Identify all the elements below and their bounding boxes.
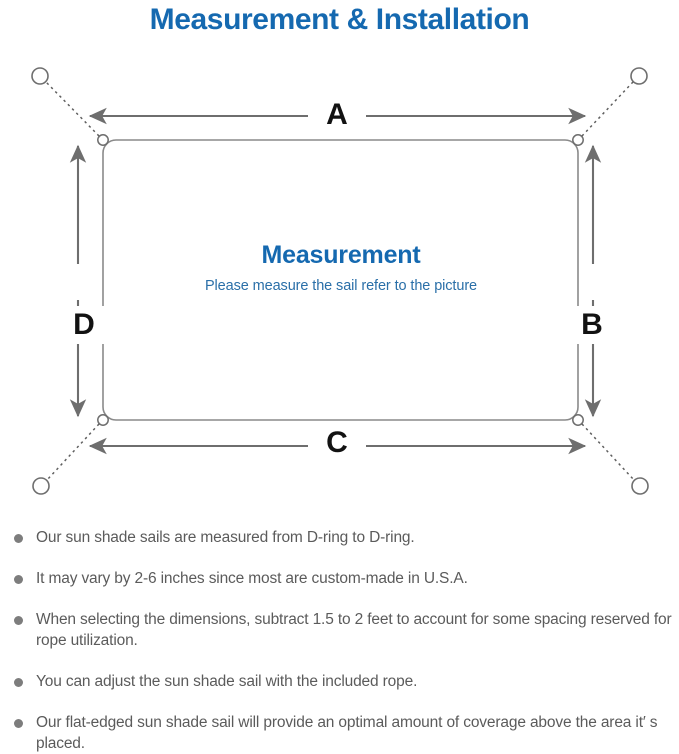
notes-list: Our sun shade sails are measured from D-… xyxy=(8,527,676,754)
bullet-icon xyxy=(14,678,23,687)
list-item: You can adjust the sun shade sail with t… xyxy=(8,671,676,692)
rope-bottom-left xyxy=(46,423,100,481)
note-text: You can adjust the sun shade sail with t… xyxy=(36,673,418,690)
rope-bottom-right xyxy=(581,423,635,481)
rope-top-right xyxy=(581,81,634,137)
dimension-label-d: D xyxy=(58,306,110,344)
anchor-ring-top-right xyxy=(630,67,648,85)
page-title: Measurement & Installation xyxy=(149,3,530,36)
note-text: It may vary by 2-6 inches since most are… xyxy=(36,570,468,587)
diagram-graphics xyxy=(31,67,649,495)
bullet-icon xyxy=(14,575,23,584)
sail-body xyxy=(102,139,579,421)
anchor-ring-bottom-right xyxy=(631,477,649,495)
bullet-icon xyxy=(14,616,23,625)
dimension-label-c: C xyxy=(308,428,366,458)
list-item: Our flat-edged sun shade sail will provi… xyxy=(8,712,676,754)
note-text: Our sun shade sails are measured from D-… xyxy=(36,529,415,546)
sail-measurement-diagram: A B C D Measurement Please measure the s… xyxy=(0,52,679,512)
note-text: When selecting the dimensions, subtract … xyxy=(36,611,672,649)
rope-top-left xyxy=(45,81,100,137)
list-item: It may vary by 2-6 inches since most are… xyxy=(8,568,676,589)
anchor-ring-top-left xyxy=(31,67,49,85)
measurement-subtitle: Please measure the sail refer to the pic… xyxy=(204,278,478,294)
bullet-icon xyxy=(14,534,23,543)
bullet-icon xyxy=(14,719,23,728)
measurement-heading: Measurement xyxy=(261,241,421,269)
list-item: When selecting the dimensions, subtract … xyxy=(8,609,676,651)
d-ring-top-right xyxy=(572,134,584,146)
dimension-label-b: B xyxy=(566,306,618,344)
dimension-label-a: A xyxy=(308,100,366,130)
sail-center-caption: Measurement Please measure the sail refe… xyxy=(103,240,579,295)
d-ring-bottom-left xyxy=(97,414,109,426)
d-ring-bottom-right xyxy=(572,414,584,426)
note-text: Our flat-edged sun shade sail will provi… xyxy=(36,714,658,752)
d-ring-top-left xyxy=(97,134,109,146)
anchor-ring-bottom-left xyxy=(32,477,50,495)
list-item: Our sun shade sails are measured from D-… xyxy=(8,527,676,548)
